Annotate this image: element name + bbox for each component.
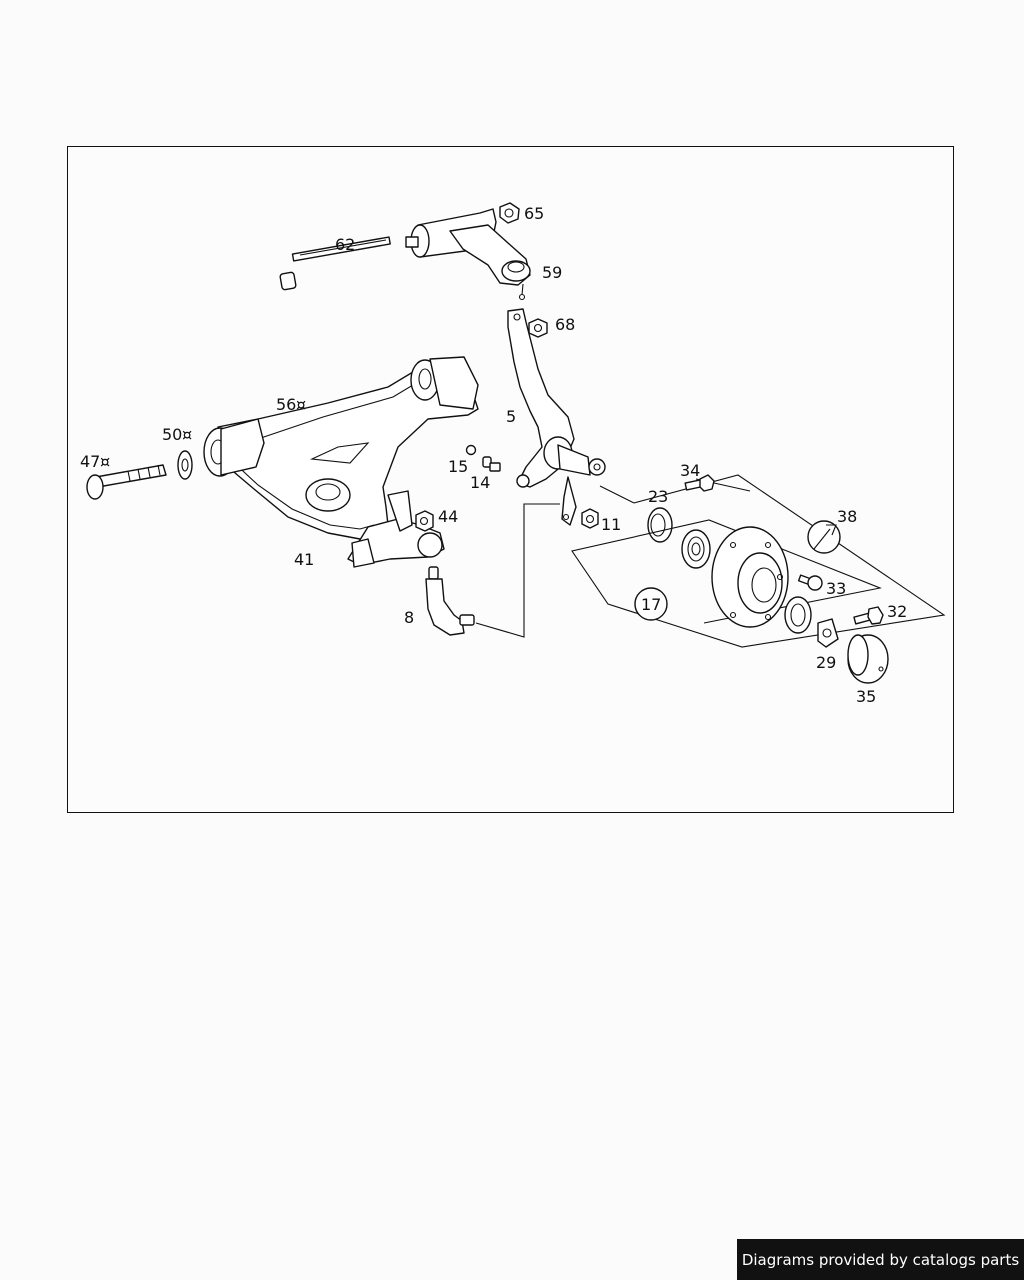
- callout-65: 65: [524, 204, 544, 223]
- part-screw-14[interactable]: [482, 456, 501, 472]
- callout-5: 5: [506, 407, 516, 426]
- callout-38: 38: [837, 507, 857, 526]
- footer-credit-badge: Diagrams provided by catalogs parts: [737, 1239, 1024, 1280]
- part-ball-joint-8[interactable]: [425, 566, 475, 636]
- part-screw-32[interactable]: [853, 606, 884, 625]
- callout-8: 8: [404, 608, 414, 627]
- callout-33: 33: [826, 579, 846, 598]
- marker-47: ¤: [100, 452, 110, 471]
- callout-29: 29: [816, 653, 836, 672]
- marker-50: ¤: [182, 425, 192, 444]
- part-screw-33[interactable]: [797, 574, 823, 591]
- callout-14: 14: [470, 473, 490, 492]
- part-knuckle-5[interactable]: [507, 308, 606, 526]
- footer-credit-text: Diagrams provided by catalogs parts: [741, 1250, 1020, 1269]
- callout-15: 15: [448, 457, 468, 476]
- part-seal-23[interactable]: [647, 507, 673, 543]
- part-hub-17[interactable]: [711, 526, 789, 628]
- marker-56: ¤: [296, 395, 306, 414]
- part-nut-68[interactable]: [528, 318, 548, 338]
- part-upper-arm-59[interactable]: [405, 208, 531, 301]
- callout-41: 41: [294, 550, 314, 569]
- part-bolt-47[interactable]: [86, 464, 167, 500]
- part-screw-34[interactable]: [684, 474, 715, 492]
- callout-47: 47: [80, 452, 100, 471]
- callout-17: 17: [641, 595, 661, 614]
- part-inner-bearing[interactable]: [681, 529, 711, 569]
- callout-11: 11: [601, 515, 621, 534]
- front-suspension-diagram: 65 62 59 68 56 50 47 5 15 14 34 23 11 38…: [80, 202, 946, 706]
- part-clamp-nut-29[interactable]: [817, 618, 839, 648]
- leader-line-8: [475, 503, 560, 638]
- part-plug-15[interactable]: [465, 444, 477, 456]
- callout-44: 44: [438, 507, 458, 526]
- callout-59: 59: [542, 263, 562, 282]
- part-lower-arm-41[interactable]: [203, 356, 479, 568]
- callout-34: 34: [680, 461, 700, 480]
- callout-62: 62: [335, 235, 355, 254]
- part-nut-44[interactable]: [415, 510, 434, 532]
- callout-23: 23: [648, 487, 668, 506]
- callout-50: 50: [162, 425, 182, 444]
- callout-56: 56: [276, 395, 296, 414]
- part-washer-50[interactable]: [177, 450, 193, 480]
- diagram-frame: 65 62 59 68 56 50 47 5 15 14 34 23 11 38…: [67, 146, 954, 813]
- callout-17-circle: [634, 587, 668, 621]
- callout-68: 68: [555, 315, 575, 334]
- callout-35: 35: [856, 687, 876, 706]
- part-outer-bearing[interactable]: [784, 596, 812, 634]
- tool-wrench-38: [807, 520, 841, 554]
- part-dust-cap-35[interactable]: [847, 634, 889, 684]
- part-nut-65[interactable]: [499, 202, 520, 224]
- part-nut-11[interactable]: [581, 508, 599, 529]
- part-bolt-62[interactable]: [279, 236, 391, 291]
- callout-32: 32: [887, 602, 907, 621]
